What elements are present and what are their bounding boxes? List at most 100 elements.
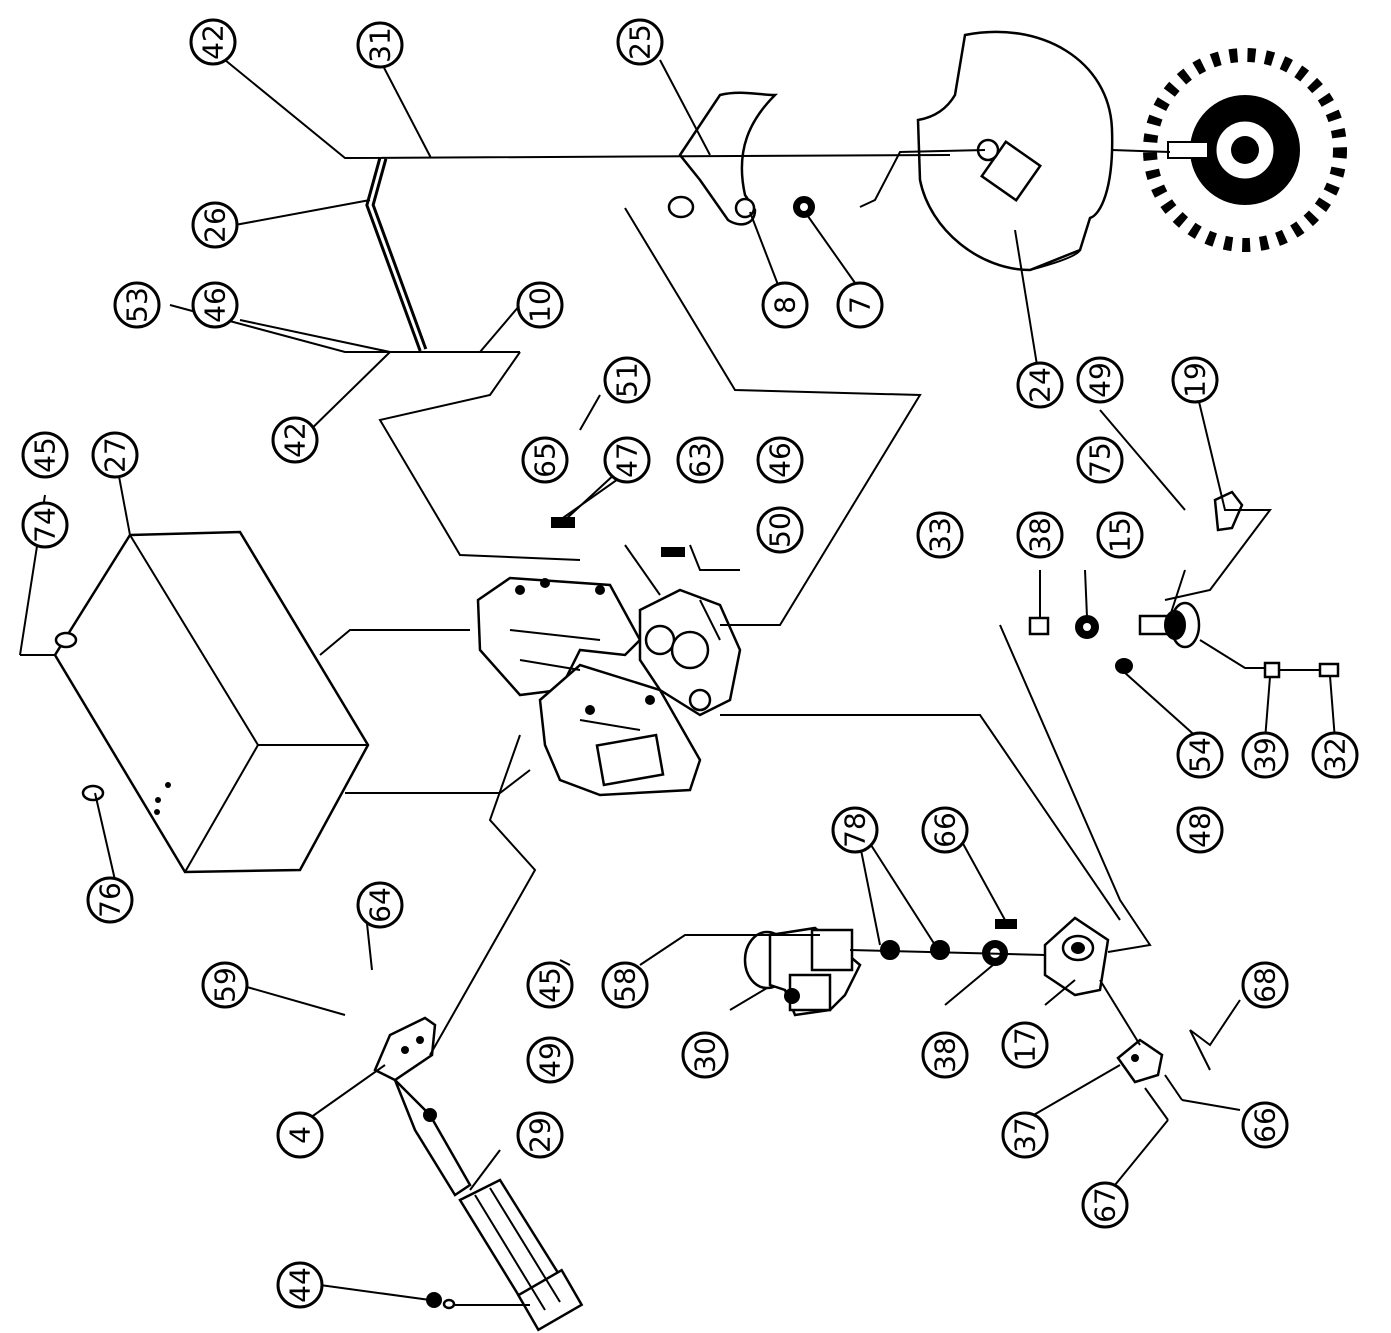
- svg-text:76: 76: [94, 882, 127, 918]
- leader-lines: [19, 59, 1336, 1306]
- callout-10: 10: [516, 281, 564, 329]
- svg-text:75: 75: [1084, 442, 1117, 478]
- svg-text:38: 38: [1024, 517, 1057, 553]
- part-washer-8: [667, 195, 695, 219]
- part-shaft-15: [1138, 601, 1201, 649]
- svg-text:37: 37: [1009, 1117, 1042, 1153]
- svg-text:19: 19: [1179, 362, 1212, 398]
- svg-text:42: 42: [197, 24, 230, 60]
- callout-68: 68: [1241, 961, 1289, 1009]
- callout-54: 54: [1176, 731, 1224, 779]
- part-32: [1318, 662, 1340, 678]
- svg-text:38: 38: [929, 1037, 962, 1073]
- part-nut-54: [1115, 658, 1133, 674]
- callout-17: 17: [1001, 1021, 1049, 1069]
- svg-text:53: 53: [121, 287, 154, 323]
- callout-38-bottom: 38: [921, 1031, 969, 1079]
- part-screw-63: [661, 547, 685, 557]
- svg-text:66: 66: [1249, 1107, 1282, 1143]
- part-cam-plate: [678, 91, 779, 226]
- callout-32: 32: [1311, 731, 1359, 779]
- svg-text:59: 59: [209, 967, 242, 1003]
- callout-76: 76: [86, 876, 134, 924]
- svg-text:10: 10: [524, 287, 557, 323]
- svg-text:67: 67: [1089, 1187, 1122, 1223]
- svg-text:46: 46: [764, 442, 797, 478]
- callout-30: 30: [681, 1031, 729, 1079]
- callout-24: 24: [1016, 361, 1064, 409]
- callout-33: 33: [916, 511, 964, 559]
- part-39: [1263, 661, 1281, 679]
- part-saw-blade: [1143, 48, 1347, 252]
- callout-67: 67: [1081, 1181, 1129, 1229]
- callout-78: 78: [831, 806, 879, 854]
- part-main-frame: [476, 576, 742, 797]
- callout-42-top: 42: [189, 18, 237, 66]
- callout-65: 65: [521, 436, 569, 484]
- callout-37: 37: [1001, 1111, 1049, 1159]
- callout-66-top: 66: [921, 806, 969, 854]
- callout-46-top: 46: [191, 281, 239, 329]
- part-screw-65: [551, 517, 575, 528]
- svg-text:63: 63: [684, 442, 717, 478]
- svg-text:30: 30: [689, 1037, 722, 1073]
- svg-text:33: 33: [924, 517, 957, 553]
- callout-45-left: 45: [21, 431, 69, 479]
- callout-29: 29: [516, 1111, 564, 1159]
- callout-47: 47: [603, 436, 651, 484]
- callout-31: 31: [356, 21, 404, 69]
- callout-42-mid: 42: [271, 416, 319, 464]
- svg-text:29: 29: [524, 1117, 557, 1153]
- callout-46-mid: 46: [756, 436, 804, 484]
- svg-text:68: 68: [1249, 967, 1282, 1003]
- callout-15: 15: [1096, 511, 1144, 559]
- svg-text:49: 49: [534, 1042, 567, 1078]
- callout-26: 26: [191, 201, 239, 249]
- callout-4: 4: [276, 1111, 324, 1159]
- svg-text:50: 50: [764, 512, 797, 548]
- svg-text:45: 45: [29, 437, 62, 473]
- callout-50: 50: [756, 506, 804, 554]
- part-bracket-4: [373, 1016, 437, 1082]
- callout-38-top: 38: [1016, 511, 1064, 559]
- part-screw-66a: [995, 919, 1017, 929]
- part-cylinder-29: [393, 1079, 584, 1332]
- svg-text:32: 32: [1319, 737, 1352, 773]
- svg-text:42: 42: [279, 422, 312, 458]
- svg-text:65: 65: [529, 442, 562, 478]
- svg-text:47: 47: [611, 442, 644, 478]
- callout-49-right: 49: [1076, 356, 1124, 404]
- callout-27: 27: [91, 431, 139, 479]
- callout-48: 48: [1176, 806, 1224, 854]
- svg-text:45: 45: [534, 967, 567, 1003]
- callout-64: 64: [356, 881, 404, 929]
- part-motor-30: [743, 926, 862, 1017]
- callout-39: 39: [1241, 731, 1289, 779]
- callout-66-bottom: 66: [1241, 1101, 1289, 1149]
- svg-text:54: 54: [1184, 737, 1217, 773]
- part-guard: [916, 30, 1114, 272]
- callout-58: 58: [601, 961, 649, 1009]
- svg-text:8: 8: [769, 296, 802, 314]
- svg-text:4: 4: [284, 1126, 317, 1144]
- svg-text:26: 26: [199, 207, 232, 243]
- svg-text:64: 64: [364, 887, 397, 923]
- svg-text:15: 15: [1104, 517, 1137, 553]
- callout-53: 53: [113, 281, 161, 329]
- svg-text:48: 48: [1184, 812, 1217, 848]
- svg-text:17: 17: [1009, 1027, 1042, 1063]
- callout-63: 63: [676, 436, 724, 484]
- svg-text:44: 44: [284, 1267, 317, 1303]
- svg-text:7: 7: [844, 296, 877, 314]
- svg-text:46: 46: [199, 287, 232, 323]
- svg-text:49: 49: [1084, 362, 1117, 398]
- svg-text:31: 31: [364, 27, 397, 63]
- callout-75: 75: [1076, 436, 1124, 484]
- svg-text:27: 27: [99, 437, 132, 473]
- svg-text:66: 66: [929, 812, 962, 848]
- callout-49-bottom: 49: [526, 1036, 574, 1084]
- callout-19: 19: [1171, 356, 1219, 404]
- svg-text:58: 58: [609, 967, 642, 1003]
